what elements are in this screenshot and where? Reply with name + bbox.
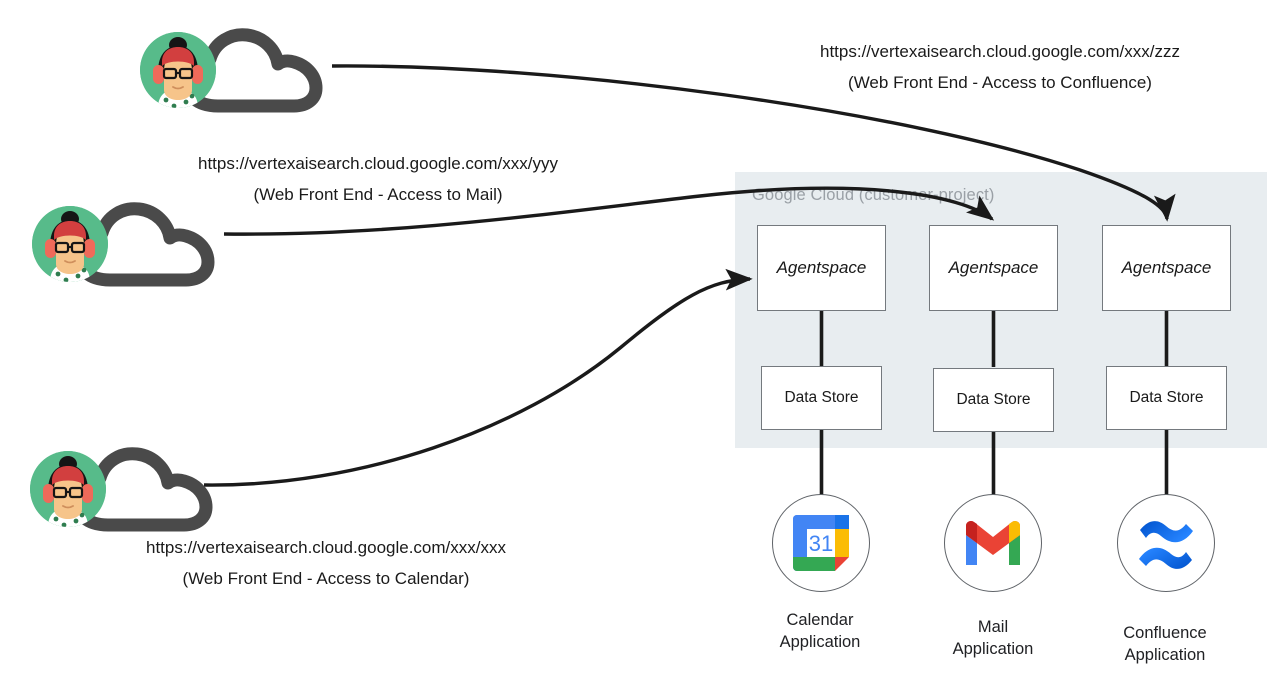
agentspace-label: Agentspace bbox=[1121, 258, 1212, 277]
agentspace-box-mail[interactable]: Agentspace bbox=[929, 225, 1058, 311]
url-text: https://vertexaisearch.cloud.google.com/… bbox=[820, 42, 1180, 61]
app-caption-calendar: Calendar Application bbox=[730, 609, 910, 653]
datastore-label: Data Store bbox=[956, 391, 1031, 408]
url-note-calendar-user: https://vertexaisearch.cloud.google.com/… bbox=[96, 532, 556, 594]
app-caption-mail: Mail Application bbox=[903, 616, 1083, 660]
app-circle-mail[interactable] bbox=[944, 494, 1042, 592]
agentspace-box-confluence[interactable]: Agentspace bbox=[1102, 225, 1231, 311]
agentspace-box-calendar[interactable]: Agentspace bbox=[757, 225, 886, 311]
url-note-confluence-user: https://vertexaisearch.cloud.google.com/… bbox=[760, 36, 1240, 98]
app-caption-line2: Application bbox=[779, 633, 861, 651]
datastore-label: Data Store bbox=[1129, 389, 1204, 406]
url-role-text: (Web Front End - Access to Confluence) bbox=[848, 73, 1152, 92]
app-caption-line1: Confluence bbox=[1123, 624, 1207, 642]
calendar-day-number: 31 bbox=[809, 531, 833, 556]
datastore-box-confluence[interactable]: Data Store bbox=[1106, 366, 1227, 430]
app-caption-line1: Calendar bbox=[786, 611, 854, 629]
url-role-text: (Web Front End - Access to Calendar) bbox=[182, 569, 470, 588]
datastore-label: Data Store bbox=[784, 389, 859, 406]
datastore-box-mail[interactable]: Data Store bbox=[933, 368, 1054, 432]
app-circle-calendar[interactable]: 31 bbox=[772, 494, 870, 592]
user-avatar-icon bbox=[140, 32, 216, 108]
url-text: https://vertexaisearch.cloud.google.com/… bbox=[198, 154, 558, 173]
confluence-icon bbox=[1139, 521, 1193, 569]
app-caption-line2: Application bbox=[1124, 646, 1206, 664]
actor-confluence-user bbox=[140, 22, 330, 118]
app-caption-line2: Application bbox=[952, 640, 1034, 658]
google-cloud-panel-label: Google Cloud (customer-project) bbox=[752, 186, 995, 204]
user-avatar-icon bbox=[30, 451, 106, 527]
agentspace-label: Agentspace bbox=[948, 258, 1039, 277]
app-caption-line1: Mail bbox=[977, 618, 1009, 636]
datastore-box-calendar[interactable]: Data Store bbox=[761, 366, 882, 430]
user-avatar-icon bbox=[32, 206, 108, 282]
app-caption-confluence: Confluence Application bbox=[1075, 622, 1255, 666]
actor-mail-user bbox=[32, 196, 222, 292]
url-note-mail-user: https://vertexaisearch.cloud.google.com/… bbox=[148, 148, 608, 210]
actor-calendar-user bbox=[30, 441, 220, 537]
google-calendar-icon: 31 bbox=[793, 515, 849, 571]
app-circle-confluence[interactable] bbox=[1117, 494, 1215, 592]
arrow-calendar-user-to-agentspace bbox=[203, 268, 753, 487]
agentspace-label: Agentspace bbox=[776, 258, 867, 277]
url-text: https://vertexaisearch.cloud.google.com/… bbox=[146, 538, 506, 557]
url-role-text: (Web Front End - Access to Mail) bbox=[253, 185, 503, 204]
gmail-icon bbox=[966, 521, 1020, 565]
